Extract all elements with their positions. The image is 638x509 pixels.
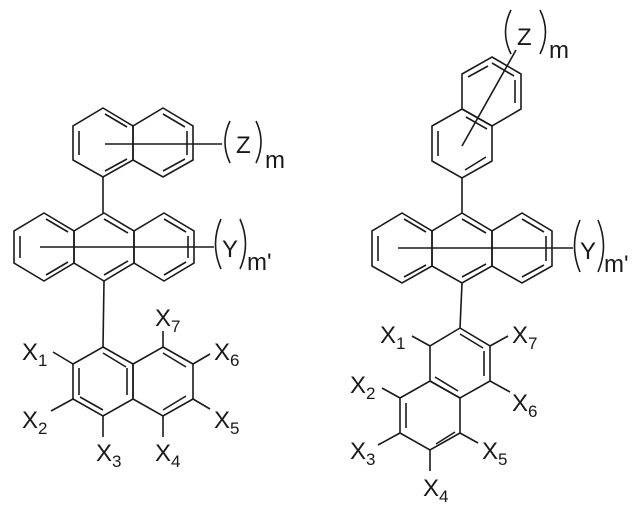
right-z-subscript: m xyxy=(549,37,569,64)
right-x1-label: X1 xyxy=(380,322,405,353)
left-x7-label: X7 xyxy=(155,305,180,336)
left-x1-label: X1 xyxy=(22,339,47,370)
left-structure: Z m Y m' xyxy=(13,107,285,471)
left-x4-label: X4 xyxy=(155,440,180,471)
right-structure: Z m Y m' xyxy=(350,9,629,506)
left-y-subscript: m' xyxy=(247,249,272,276)
right-z-label: Z xyxy=(517,24,532,51)
right-y-substituent: Y m' xyxy=(573,219,629,278)
left-x-labels: X1 X2 X3 X4 X5 X6 X7 xyxy=(22,305,239,471)
left-x3-label: X3 xyxy=(96,440,121,471)
right-x5-label: X5 xyxy=(482,438,507,469)
right-x3-label: X3 xyxy=(350,438,375,469)
right-y-subscript: m' xyxy=(604,251,629,278)
left-z-label: Z xyxy=(236,132,251,159)
left-x5-label: X5 xyxy=(214,407,239,438)
right-x-labels: X1 X2 X3 X4 X5 X6 X7 xyxy=(350,322,537,506)
right-z-substituent: Z m xyxy=(504,9,569,64)
left-y-label: Y xyxy=(222,236,238,263)
right-bottom-naphthalene xyxy=(377,327,511,471)
right-x2-label: X2 xyxy=(350,372,375,403)
left-bottom-naphthalene xyxy=(50,331,211,437)
left-x2-label: X2 xyxy=(22,407,47,438)
left-y-substituent: Y m' xyxy=(214,218,272,276)
right-x6-label: X6 xyxy=(512,390,537,421)
right-anthracene xyxy=(371,212,573,284)
right-x7-label: X7 xyxy=(512,322,537,353)
left-top-naphthalene xyxy=(72,107,222,178)
right-x4-label: X4 xyxy=(423,475,448,506)
right-y-label: Y xyxy=(580,238,596,265)
left-x6-label: X6 xyxy=(214,339,239,370)
left-z-subscript: m xyxy=(265,147,285,174)
right-top-naphthalene xyxy=(431,49,522,179)
left-anthracene xyxy=(13,212,214,282)
left-z-substituent: Z m xyxy=(224,120,285,174)
